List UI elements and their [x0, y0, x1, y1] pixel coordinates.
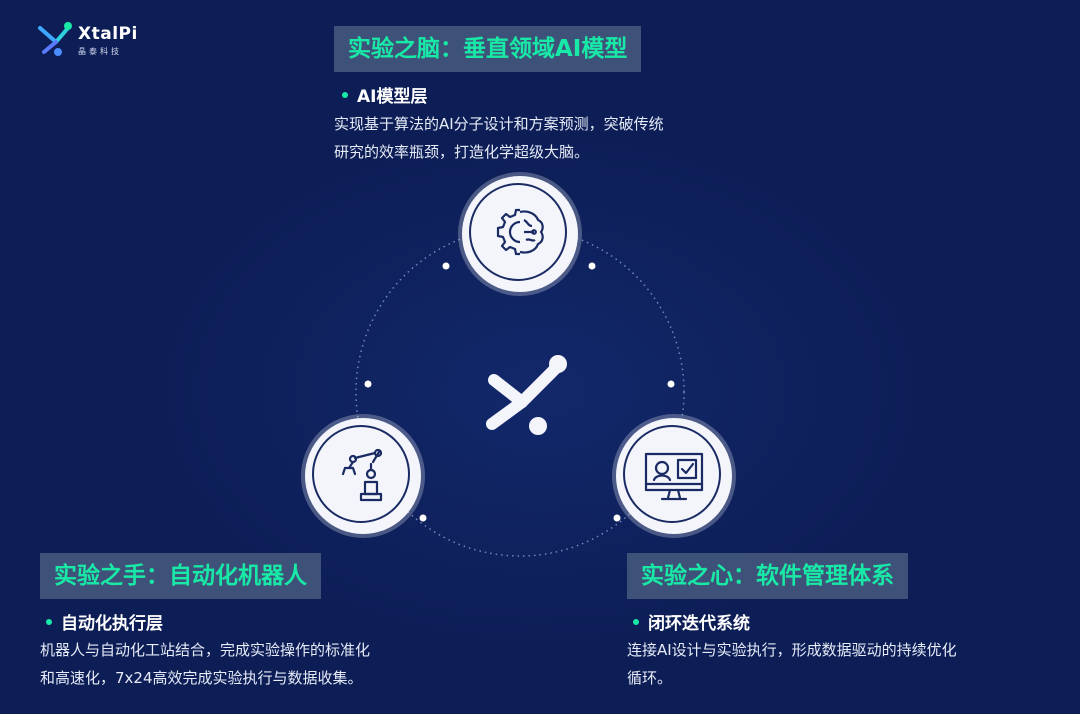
- hand-desc-line: 机器人与自动化工站结合，完成实验操作的标准化: [40, 641, 371, 659]
- brand-logo: XtalPi 晶泰科技: [34, 18, 154, 62]
- hand-subtitle: 自动化执行层: [46, 609, 163, 634]
- brain-desc-line: 实现基于算法的AI分子设计和方案预测，突破传统: [334, 115, 664, 133]
- heart-title: 实验之心：软件管理体系: [627, 553, 908, 599]
- hand-title: 实验之手：自动化机器人: [40, 553, 321, 599]
- heart-subtitle: 闭环迭代系统: [633, 609, 750, 634]
- brain-desc-line: 研究的效率瓶颈，打造化学超级大脑。: [334, 143, 590, 161]
- brain-subtitle-text: AI模型层: [357, 87, 428, 107]
- robot-arm-icon: [341, 448, 383, 502]
- hand-desc-line: 和高速化，7x24高效完成实验执行与数据收集。: [40, 669, 363, 687]
- brain-subtitle: AI模型层: [342, 82, 427, 107]
- robot-node: [305, 418, 421, 534]
- heart-description: 连接AI设计与实验执行，形成数据驱动的持续优化 循环。: [627, 636, 957, 692]
- brain-title: 实验之脑：垂直领域AI模型: [334, 26, 642, 72]
- heart-desc-line: 连接AI设计与实验执行，形成数据驱动的持续优化: [627, 641, 957, 659]
- brand-name: XtalPi: [78, 24, 138, 44]
- xtalpi-x-icon: [486, 355, 567, 435]
- brain-description: 实现基于算法的AI分子设计和方案预测，突破传统 研究的效率瓶颈，打造化学超级大脑…: [334, 110, 664, 166]
- brand-subtitle: 晶泰科技: [78, 47, 122, 56]
- brain-node: [462, 176, 578, 292]
- gear-brain-icon: [496, 208, 544, 256]
- monitor-checklist-icon: [644, 452, 704, 501]
- heart-subtitle-text: 闭环迭代系统: [648, 614, 750, 634]
- software-node: [616, 418, 732, 534]
- heart-desc-line: 循环。: [627, 669, 673, 687]
- hand-subtitle-text: 自动化执行层: [61, 614, 163, 634]
- xtalpi-logo-icon: [38, 22, 72, 56]
- hand-description: 机器人与自动化工站结合，完成实验操作的标准化 和高速化，7x24高效完成实验执行…: [40, 636, 370, 692]
